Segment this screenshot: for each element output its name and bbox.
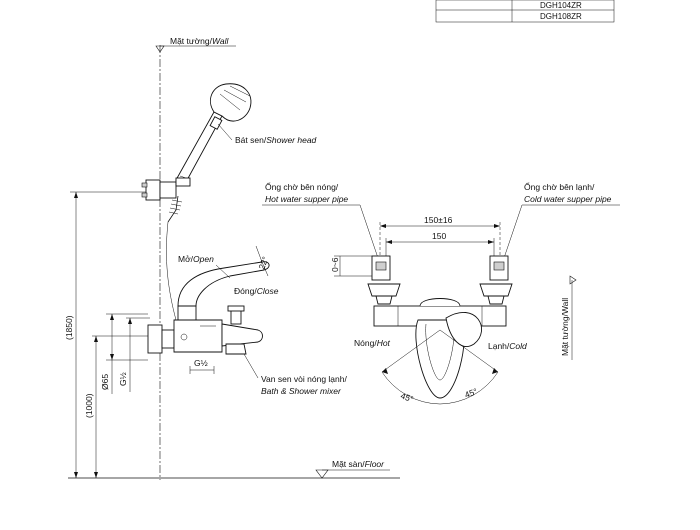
height-total-dim: (1850) [64,315,74,340]
floor-label-en: Floor [365,459,386,469]
spacing-dim: 150 [432,231,446,241]
hot-pipe-label-en: Hot water supper pipe [265,194,348,204]
svg-text:Nóng/Hot: Nóng/Hot [354,338,391,348]
lever-angle-dim: 22° [256,255,270,271]
model-table: DGH104ZR DGH108ZR [435,0,615,23]
svg-text:Đóng/Close: Đóng/Close [234,286,279,296]
mixer-front-view: Ống chờ bên nóng/ Hot water supper pipe … [262,181,620,404]
wall-bracket [141,177,191,201]
shower-hose [166,195,183,321]
cold-label-en: Cold [509,341,527,351]
open-label: Mở/ [178,254,194,264]
wall-label-vertical: Mặt tường/Wall [560,298,570,356]
svg-text:Bát sen/Shower head: Bát sen/Shower head [235,135,317,145]
svg-text:Lạnh/Cold: Lạnh/Cold [488,341,527,351]
floor-label: Mặt sàn/ [332,459,365,469]
wall-line: Mặt tường/Wall [155,36,236,480]
close-label: Đóng/ [234,286,257,296]
angle-right-dim: 45° [463,386,479,400]
close-label-en: Close [257,286,279,296]
height-dimensions: (1850) (1000) Ø65 G½ [64,191,150,478]
diameter-dim: Ø65 [100,374,110,390]
shower-head-label-en: Shower head [266,135,316,145]
cold-pipe-label-vi: Ống chờ bên lạnh/ [524,181,595,192]
hot-label: Nóng/ [354,338,377,348]
wall-label: Mặt tường/ [170,36,213,46]
wall-label-en: Wall [212,36,229,46]
hot-pipe-label-vi: Ống chờ bên nóng/ [265,181,339,192]
shower-head-label: Bát sen/ [235,135,267,145]
mixer-label-vi: Van sen vòi nóng lạnh/ [261,374,347,384]
cold-pipe-label-en: Cold water supper pipe [524,194,612,204]
hot-label-en: Hot [377,338,391,348]
angle-left-dim: 45° [399,390,415,404]
offset-dim: 0~6 [330,257,340,272]
height-mixer-dim: (1000) [84,393,94,418]
floor-line: Mặt sàn/Floor [68,459,400,479]
thread-dim-left: G½ [118,372,128,386]
mixer-label-en: Bath & Shower mixer [261,386,342,396]
mixer-side-view: 22° Mở/Open Đóng/Close G½ Van sen vòi nó… [147,245,347,396]
open-label-en: Open [193,254,214,264]
shower-head: Bát sen/Shower head [175,83,317,183]
model-row-1: DGH104ZR [540,1,582,10]
svg-text:Mặt sàn/Floor: Mặt sàn/Floor [332,459,385,469]
cold-label: Lạnh/ [488,341,510,351]
spacing-tol-dim: 150±16 [424,215,453,225]
svg-text:Mặt tường/Wall: Mặt tường/Wall [170,36,229,46]
model-row-2: DGH108ZR [540,12,582,21]
thread-dim-bottom: G½ [194,358,208,368]
svg-text:Mở/Open: Mở/Open [178,254,214,264]
